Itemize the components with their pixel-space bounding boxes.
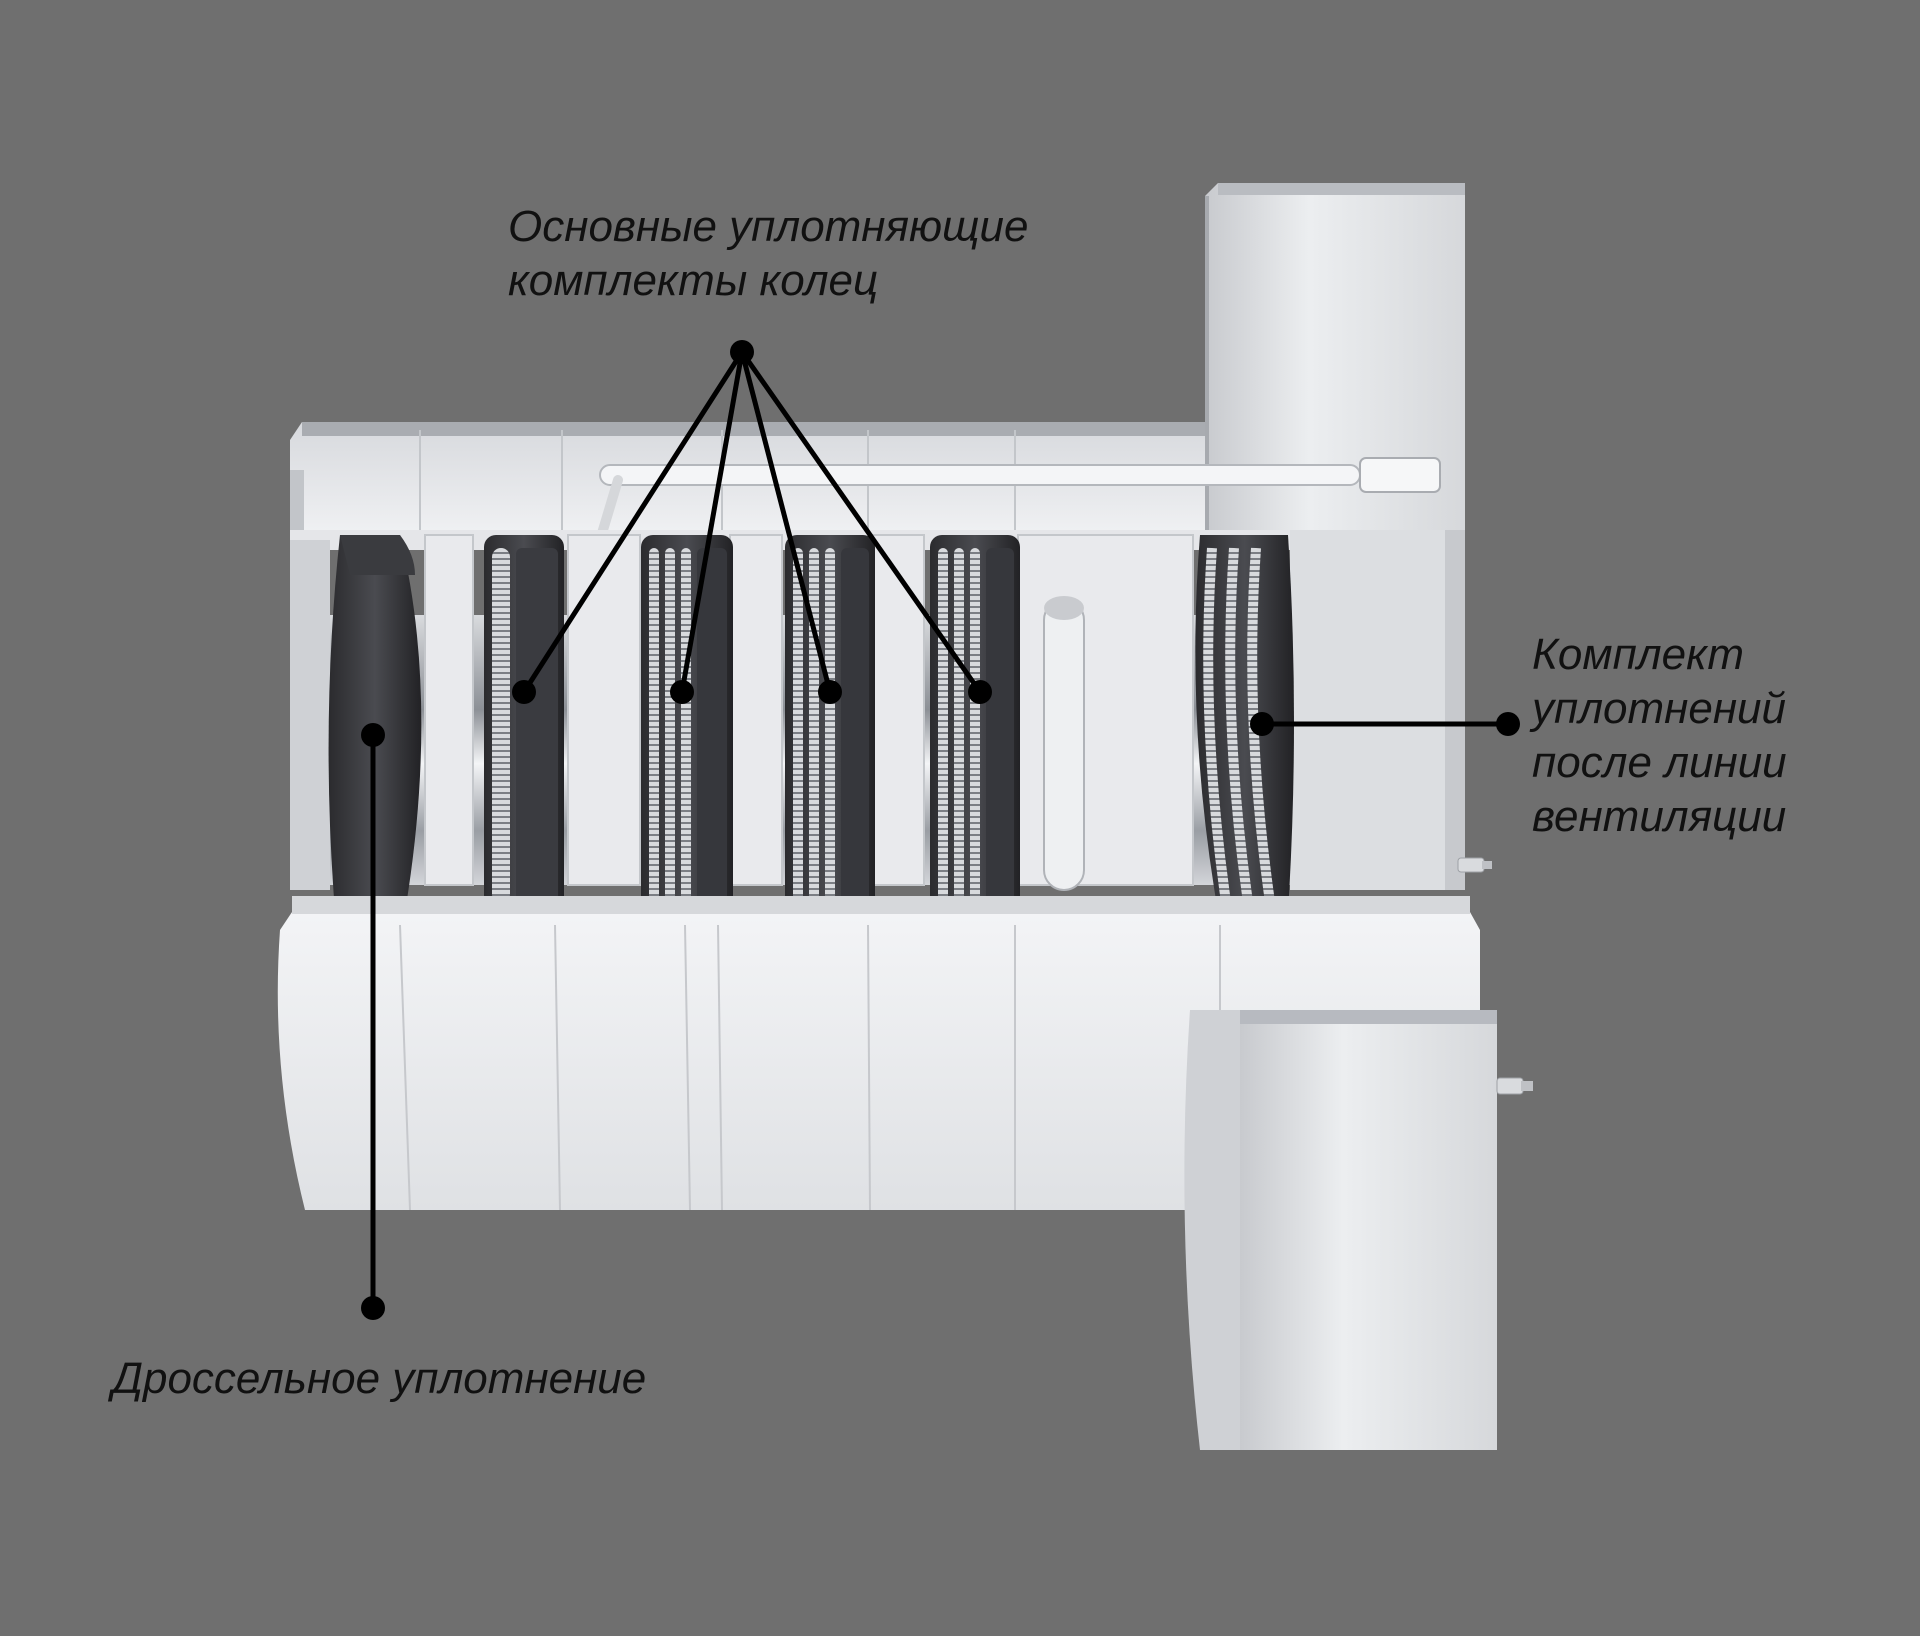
vent-seal-set-label-line-1: Комплект — [1532, 630, 1744, 679]
partition-plates — [424, 534, 1194, 886]
fittings — [1457, 857, 1533, 1095]
main-seal-sets-label-line-1: Основные уплотняющие — [508, 202, 1029, 251]
vent-seal-set-label-line-3: после линии — [1532, 738, 1787, 787]
leader-main-4 — [739, 350, 983, 694]
main-seal-set-4 — [930, 535, 1020, 913]
upper-flange — [1205, 183, 1465, 556]
vent-seal-set-label-line-4: вентиляции — [1532, 792, 1787, 841]
vent-seal-set-label: Комплект уплотнений после линии вентиляц… — [1532, 628, 1787, 844]
leader-dot-vent-start — [1250, 712, 1274, 736]
main-seal-set-1 — [484, 535, 564, 913]
leader-dot-throttle-top — [361, 723, 385, 747]
lower-housing — [277, 896, 1480, 1211]
leader-dot-main-1 — [512, 680, 536, 704]
main-seal-sets-label-line-2: комплекты колец — [508, 256, 879, 305]
vent-seal-set-label-line-2: уплотнений — [1532, 684, 1786, 733]
lower-flange — [1184, 1010, 1497, 1450]
leader-main-2 — [679, 351, 745, 693]
leader-dot-main-hub — [730, 340, 754, 364]
main-seal-sets-label: Основные уплотняющие комплекты колец — [508, 200, 1029, 308]
vent-pipe — [1043, 596, 1085, 891]
main-seal-set-2 — [641, 535, 733, 913]
leader-dot-vent-end — [1496, 712, 1520, 736]
main-seal-set-3 — [785, 535, 875, 913]
leader-dot-main-3 — [818, 680, 842, 704]
leader-dot-main-2 — [670, 680, 694, 704]
leader-dot-main-4 — [968, 680, 992, 704]
vent-seal-set — [1195, 535, 1294, 912]
leader-dot-throttle-bottom — [361, 1296, 385, 1320]
leader-dots — [361, 340, 1520, 1320]
leader-lines — [370, 350, 1508, 1308]
leader-main-1 — [521, 350, 745, 694]
leader-main-3 — [739, 351, 833, 693]
throttle-seal-label: Дроссельное уплотнение — [112, 1354, 647, 1403]
